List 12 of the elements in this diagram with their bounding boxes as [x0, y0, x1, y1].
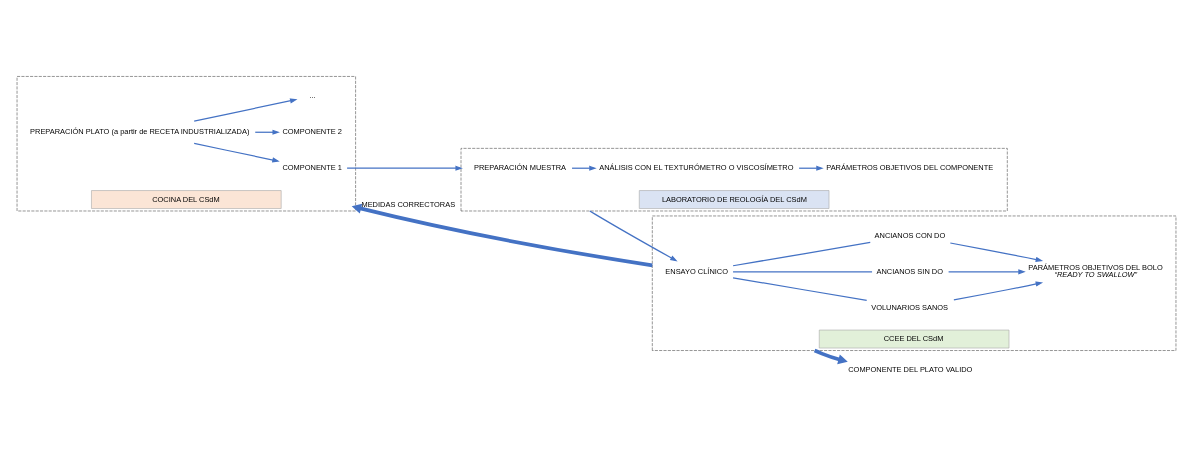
connector [732, 241, 871, 266]
connector [732, 276, 868, 301]
arrow [346, 165, 463, 171]
arrow [589, 209, 678, 261]
arrow [953, 281, 1044, 300]
arrow [193, 97, 298, 122]
arrow [947, 268, 1026, 274]
arrow [193, 142, 280, 162]
arrow [949, 241, 1044, 262]
connector [732, 270, 873, 272]
arrow [813, 348, 848, 364]
arrow [351, 203, 653, 267]
